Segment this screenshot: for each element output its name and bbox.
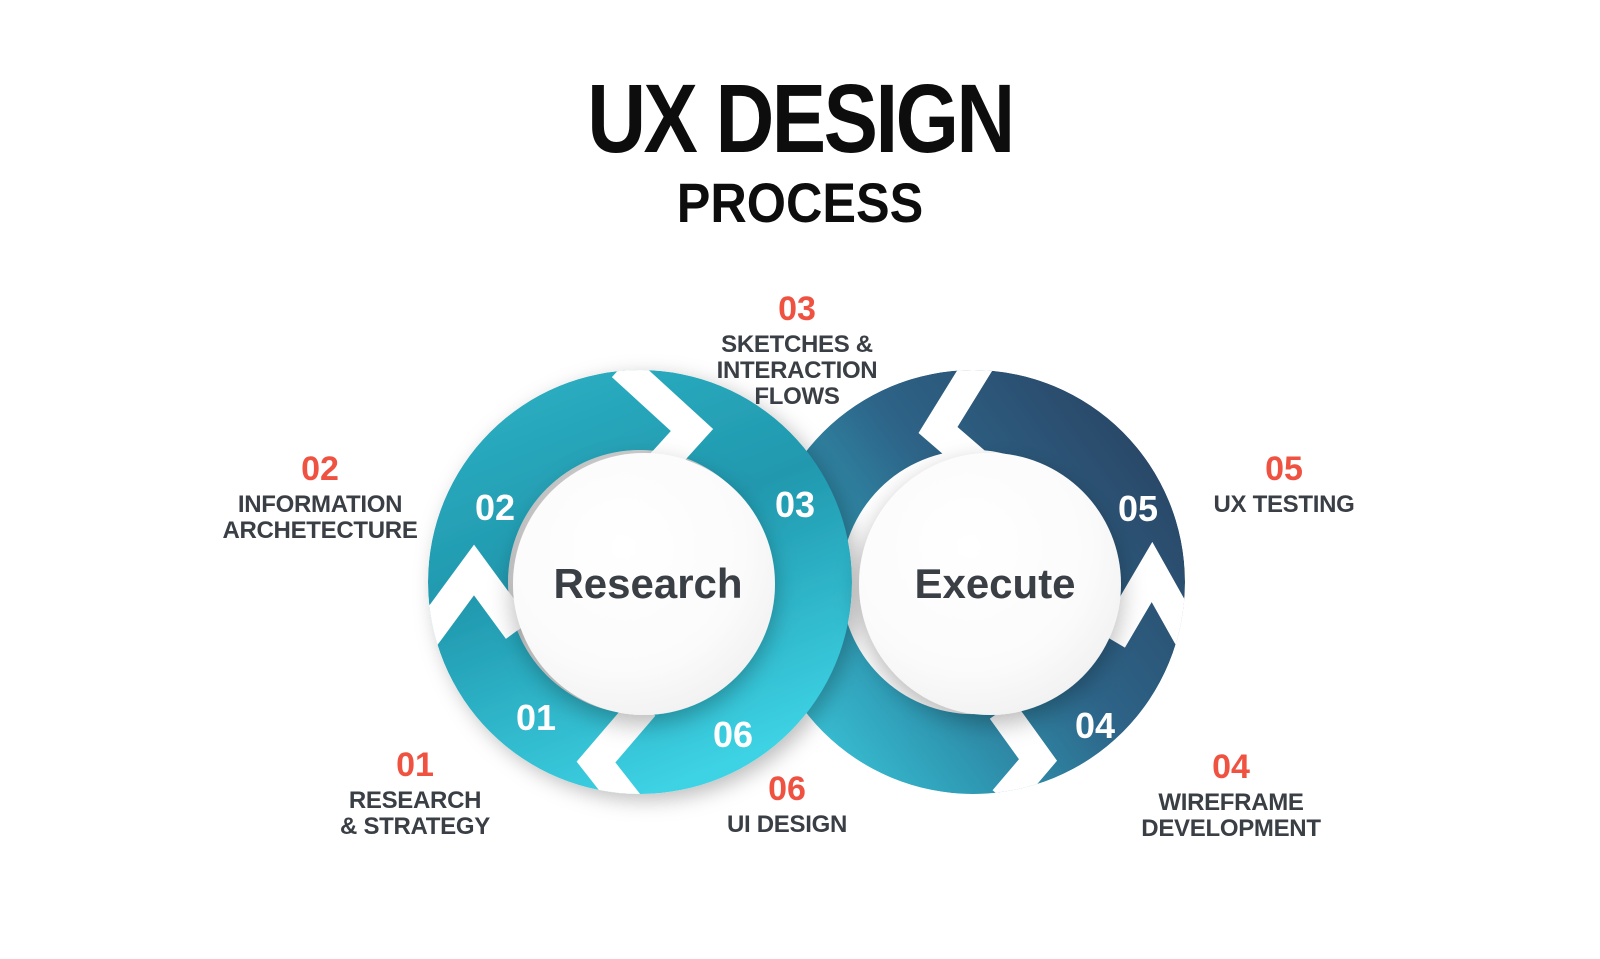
research-ring bbox=[428, 370, 852, 794]
callout-text: UX TESTING bbox=[1213, 491, 1355, 518]
research-ring-band bbox=[428, 370, 852, 794]
arrow-chevron-cut bbox=[576, 696, 656, 794]
execute-label: Execute bbox=[914, 560, 1075, 607]
callout-text: SKETCHES & bbox=[721, 331, 873, 358]
ring-step-number: 03 bbox=[775, 484, 815, 525]
ring-step-number: 01 bbox=[516, 697, 556, 738]
callout-06: 06 UI DESIGN bbox=[727, 772, 847, 838]
callout-04: 04 WIREFRAME DEVELOPMENT bbox=[1141, 748, 1321, 842]
callout-03: 03 SKETCHES & INTERACTION FLOWS bbox=[717, 292, 878, 410]
execute-ring-band bbox=[761, 370, 1185, 794]
callout-text: INTERACTION bbox=[716, 357, 878, 384]
arrow-chevron-cut bbox=[989, 701, 1058, 794]
callout-text: DEVELOPMENT bbox=[1141, 815, 1321, 842]
research-circle bbox=[513, 453, 775, 715]
callout-01: 01 RESEARCH & STRATEGY bbox=[340, 748, 490, 840]
ring-step-number: 06 bbox=[713, 714, 753, 755]
callout-number: 02 bbox=[301, 450, 339, 488]
ring-step-number: 04 bbox=[1075, 705, 1115, 746]
callout-text: WIREFRAME bbox=[1158, 789, 1304, 816]
callout-number: 04 bbox=[1212, 748, 1250, 786]
callout-number: 01 bbox=[396, 746, 434, 784]
ring-step-number: 05 bbox=[1118, 488, 1158, 529]
page-title: UX DESIGN bbox=[587, 64, 1015, 173]
callout-text: RESEARCH bbox=[348, 787, 482, 814]
callout-text: ARCHETECTURE bbox=[222, 517, 418, 544]
callout-02: 02 INFORMATION ARCHETECTURE bbox=[222, 452, 417, 544]
title-block: UX DESIGN PROCESS bbox=[0, 70, 1600, 231]
callout-text: UI DESIGN bbox=[727, 811, 847, 838]
callout-number: 05 bbox=[1265, 450, 1303, 488]
arrow-chevron-cut bbox=[428, 544, 531, 647]
callout-text: INFORMATION bbox=[237, 491, 403, 518]
research-label: Research bbox=[553, 560, 742, 607]
execute-circle bbox=[859, 453, 1121, 715]
page-subtitle: PROCESS bbox=[676, 171, 924, 234]
callout-text: & STRATEGY bbox=[340, 813, 490, 840]
ring-step-number: 02 bbox=[475, 487, 515, 528]
callout-number: 06 bbox=[768, 770, 806, 808]
callout-05: 05 UX TESTING bbox=[1213, 452, 1354, 518]
callout-number: 03 bbox=[778, 290, 816, 328]
callout-text: FLOWS bbox=[754, 383, 840, 410]
